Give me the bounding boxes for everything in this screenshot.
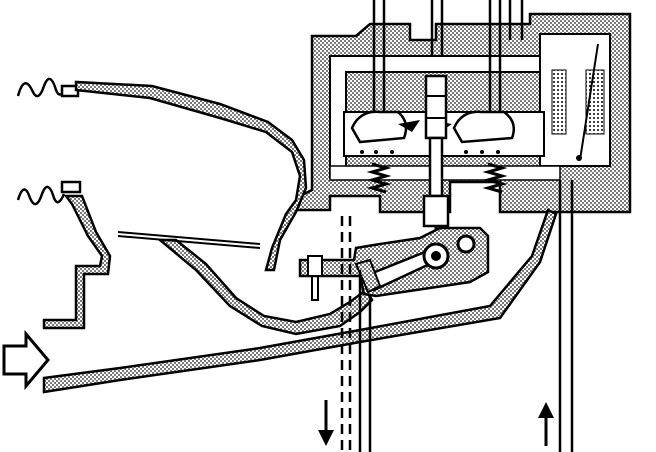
fuel-lines-top [372,0,524,112]
fuel-supply-arrow [538,402,554,446]
sensor-plate-lever [298,226,490,301]
spring-left-bottom [16,180,82,206]
control-plunger [422,74,450,246]
valve-springs [366,162,508,194]
lower-lever-arm [42,208,558,394]
throttle-body-lower [42,194,112,330]
throttle-body-upper [74,80,308,272]
fuel-return-arrow [318,400,334,446]
spring-left-top [16,77,80,98]
air-funnel [117,231,374,336]
air-intake-arrow [2,329,50,391]
fuel-lines-bottom [340,180,574,452]
fuel-distributor-housing [287,12,632,214]
